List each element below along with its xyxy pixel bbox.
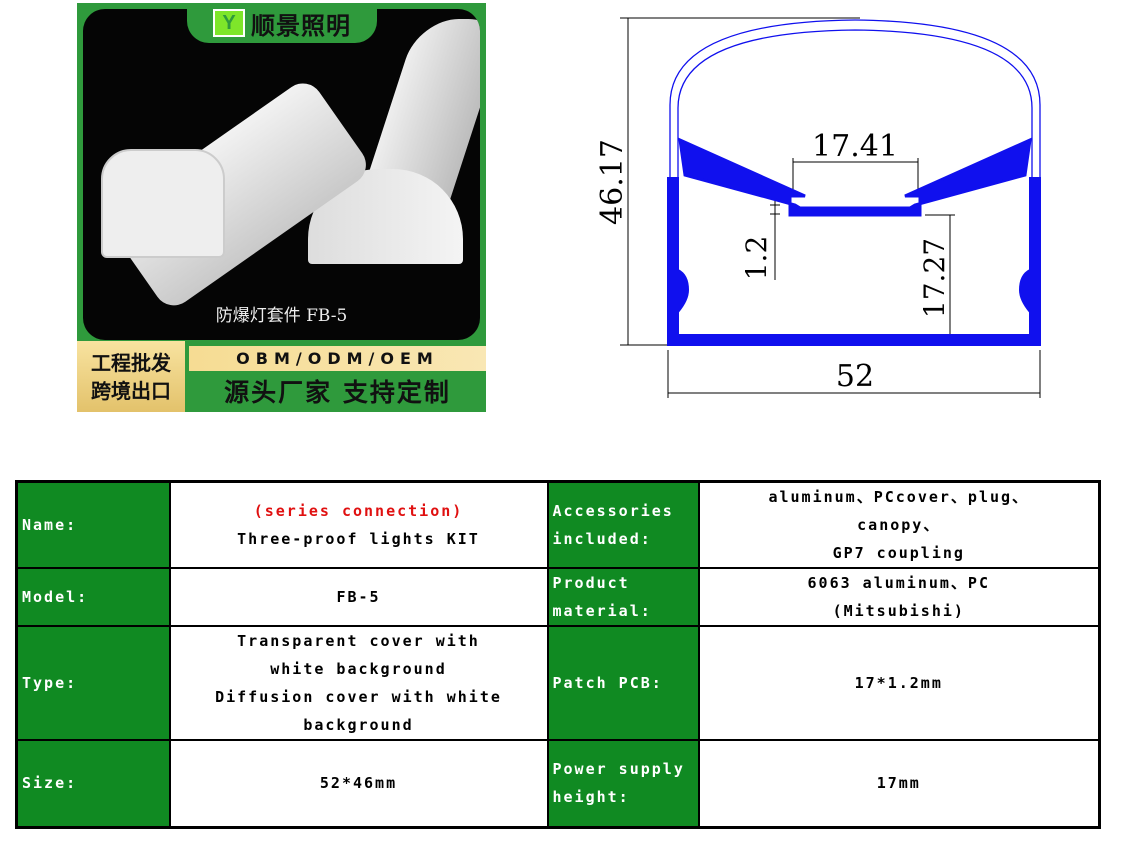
name-label: Name: [15,480,171,569]
name-value: Three-proof lights KIT [237,530,480,548]
name-cell: (series connection) Three-proof lights KI… [168,480,549,569]
dim-channel-width: 17.41 [812,129,898,164]
dim-width: 52 [836,359,874,394]
table-row: Name: (series connection) Three-proof lig… [15,480,1101,569]
dimension-lines [620,17,1041,398]
accessories-label: Accessories included: [546,480,700,569]
accessories-line: canopy、 [857,516,941,534]
type-line: Transparent cover with white background [237,632,480,678]
type-label: Type: [15,625,171,741]
dim-pcb-thickness: 1.2 [740,236,773,281]
pcb-value: 17*1.2mm [697,625,1101,741]
table-row: Size: 52*46mm Power supply height: 17mm [15,739,1101,828]
photo-caption: 防爆灯套件 FB-5 [215,306,348,326]
size-label: Size: [15,739,171,828]
badge-line2: 跨境出口 [91,378,171,403]
power-label: Power supply height: [546,739,700,828]
material-line: (Mitsubishi) [832,602,965,620]
slogan: 源头厂家 支持定制 [224,378,451,407]
size-value: 52*46mm [168,739,549,828]
end-cap-image [101,149,225,258]
photo-background: 防爆灯套件 FB-5 [83,9,480,340]
accessories-line: GP7 coupling [832,544,965,562]
badge-line1: 工程批发 [91,350,171,375]
model-value: FB-5 [168,567,549,627]
logo-mark: Y [213,9,245,37]
brand-name: 顺景照明 [251,11,351,40]
profile-diagram: 17.41 52 46.17 1.2 17.27 [595,17,1041,398]
pcb-label: Patch PCB: [546,625,700,741]
brand-logo: Y 顺景照明 [187,3,377,43]
table-row: Type: Transparent cover with white backg… [15,625,1101,741]
material-cell: 6063 aluminum、PC (Mitsubishi) [697,567,1101,627]
accessories-line: aluminum、PCcover、plug、 [768,488,1030,506]
dim-inner-height: 17.27 [918,238,951,318]
aluminum-profile [667,177,1041,346]
material-line: 6063 aluminum、PC [807,574,990,592]
name-series: (series connection) [253,502,464,520]
material-label: Product material: [546,567,700,627]
obm-banner: OBM/ODM/OEM [189,346,486,371]
table-row: Model: FB-5 Product material: 6063 alumi… [15,567,1101,627]
product-photo: 防爆灯套件 FB-5 Y 顺景照明 工程批发 跨境出口 OBM/ODM/OEM … [77,3,486,412]
spec-table: Name: (series connection) Three-proof lig… [15,480,1101,829]
power-value: 17mm [697,739,1101,828]
diffuser-cover [669,19,1041,180]
dim-height: 46.17 [595,139,630,225]
type-line: Diffusion cover with white background [215,688,502,734]
accessories-cell: aluminum、PCcover、plug、 canopy、 GP7 couplin… [697,480,1101,569]
model-label: Model: [15,567,171,627]
badge: 工程批发 跨境出口 [77,341,185,412]
pcb-channel [678,137,1032,217]
